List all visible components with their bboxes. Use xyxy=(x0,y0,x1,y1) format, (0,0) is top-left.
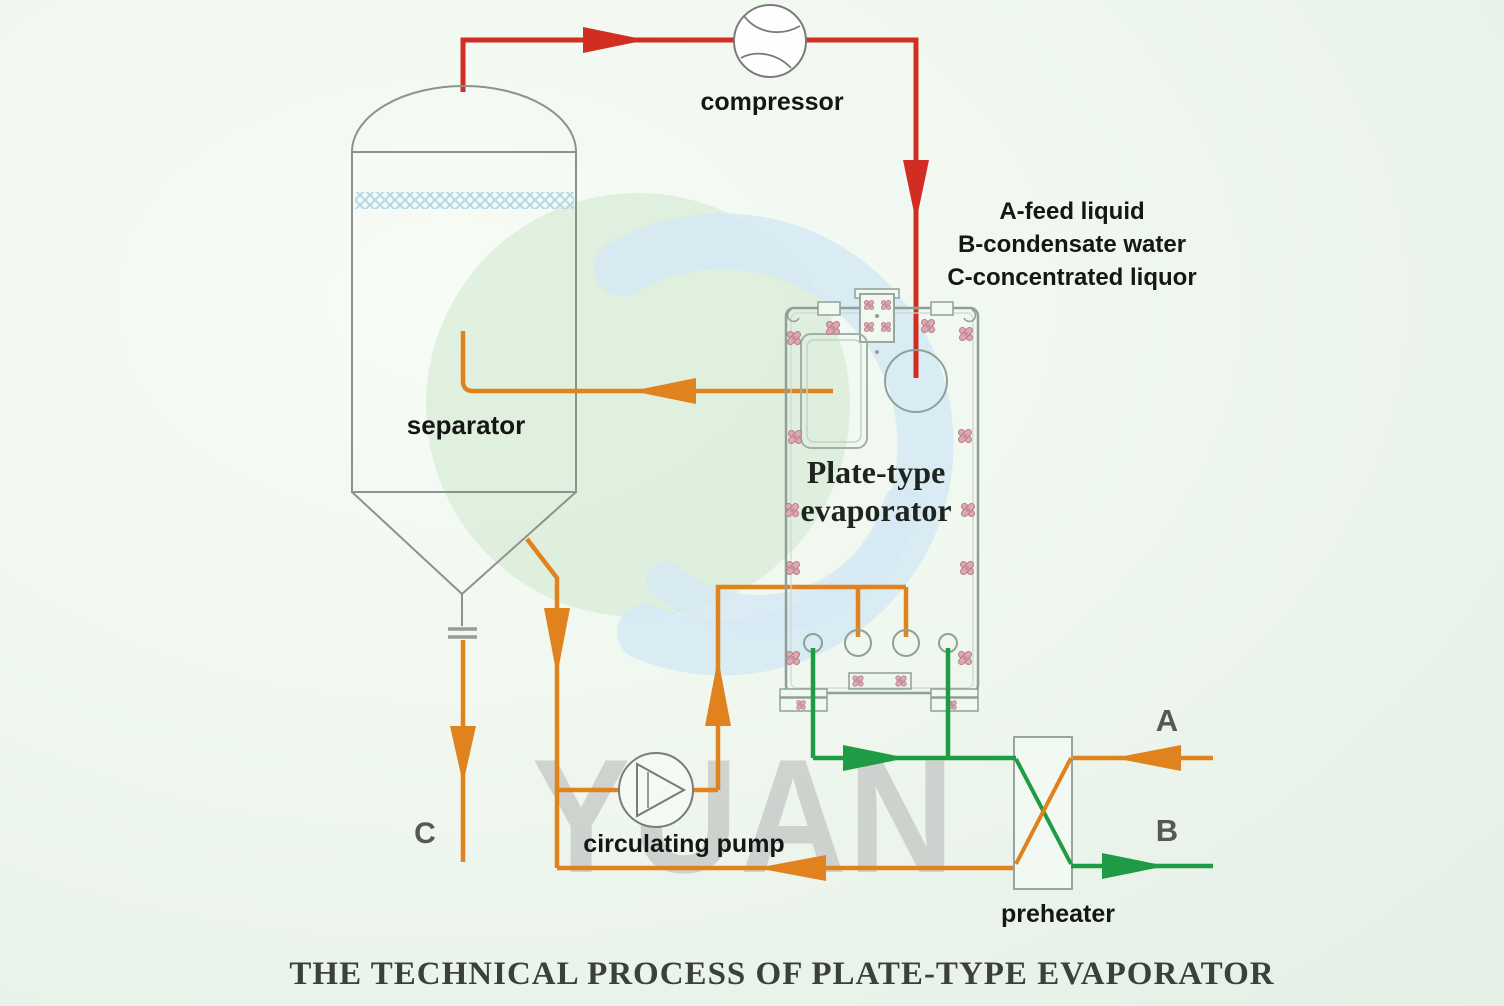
stream-a-label: A xyxy=(1156,703,1178,738)
bottom-tab xyxy=(848,672,912,690)
logo-inner-swirl xyxy=(646,486,921,633)
stream-b-label: B xyxy=(1156,813,1178,848)
brand-watermark: YUAN xyxy=(426,193,956,907)
demister-mesh-band xyxy=(355,192,574,209)
stream-c-label: C xyxy=(414,817,436,850)
flow-arrow-down-icon xyxy=(450,726,476,784)
flow-arrow-down-icon xyxy=(903,160,929,222)
diagram-title: THE TECHNICAL PROCESS OF PLATE-TYPE EVAP… xyxy=(289,956,1274,992)
top-notch-left xyxy=(817,301,841,316)
flow-arrow-left-icon xyxy=(632,378,696,404)
separator-shell xyxy=(351,151,577,493)
vapor-line-red xyxy=(460,27,929,378)
nozzle-dot xyxy=(875,350,879,354)
separator-vessel xyxy=(351,85,577,639)
vapor-inlet-port xyxy=(884,349,948,413)
corner-hook-right xyxy=(963,309,977,323)
compressor-seam-bottom xyxy=(740,52,792,69)
flow-arrow-right-icon xyxy=(1102,853,1166,879)
plate-window-outer xyxy=(800,333,868,449)
foot-flange-left xyxy=(779,688,828,698)
plate-window-inner xyxy=(806,339,862,443)
logo-water-swirl xyxy=(594,213,954,676)
flow-arrow-right-icon xyxy=(843,745,907,771)
liquor-lines-orange xyxy=(450,331,1213,881)
evap-to-separator-pipe xyxy=(460,331,833,394)
preheater-label: preheater xyxy=(1001,900,1115,928)
compressor-symbol xyxy=(733,4,807,78)
condensate-lines-green xyxy=(810,648,1213,879)
compressor-label: compressor xyxy=(700,88,843,116)
circulation-down-pipe xyxy=(525,537,560,868)
legend-line-c: C-concentrated liquor xyxy=(947,264,1196,291)
pump-impeller-icon xyxy=(636,762,687,818)
flow-arrow-left-icon xyxy=(757,855,826,881)
nozzle-dot xyxy=(875,314,879,318)
pump-body xyxy=(618,752,694,828)
flow-arrow-left-icon xyxy=(1114,745,1181,771)
foot-flange-right xyxy=(930,688,979,698)
evaporator-label-line1: Plate-type xyxy=(807,454,946,490)
watermark-text: YUAN xyxy=(532,726,956,907)
corner-hook-left xyxy=(786,309,800,323)
separator-label: separator xyxy=(407,410,526,440)
pump-symbol xyxy=(618,752,694,828)
bottom-port xyxy=(892,629,920,657)
preheater-orange-pass xyxy=(1014,757,1073,865)
top-notch-right xyxy=(930,301,954,316)
flow-arrow-right-icon xyxy=(583,27,646,53)
pump-label: circulating pump xyxy=(583,830,784,858)
plate-evaporator xyxy=(779,288,980,712)
evaporator-label-line2: evaporator xyxy=(800,492,951,528)
flow-arrow-up-icon xyxy=(705,658,731,726)
separator-dome xyxy=(351,85,577,153)
logo-leaf-shape xyxy=(426,193,850,617)
legend-line-a: A-feed liquid xyxy=(999,198,1144,225)
flow-arrow-down-icon xyxy=(544,608,570,676)
bottom-port xyxy=(844,629,872,657)
legend-line-b: B-condensate water xyxy=(958,231,1186,258)
compressor-seam-top xyxy=(743,15,801,33)
legend: A-feed liquid B-condensate water C-conce… xyxy=(947,198,1196,291)
